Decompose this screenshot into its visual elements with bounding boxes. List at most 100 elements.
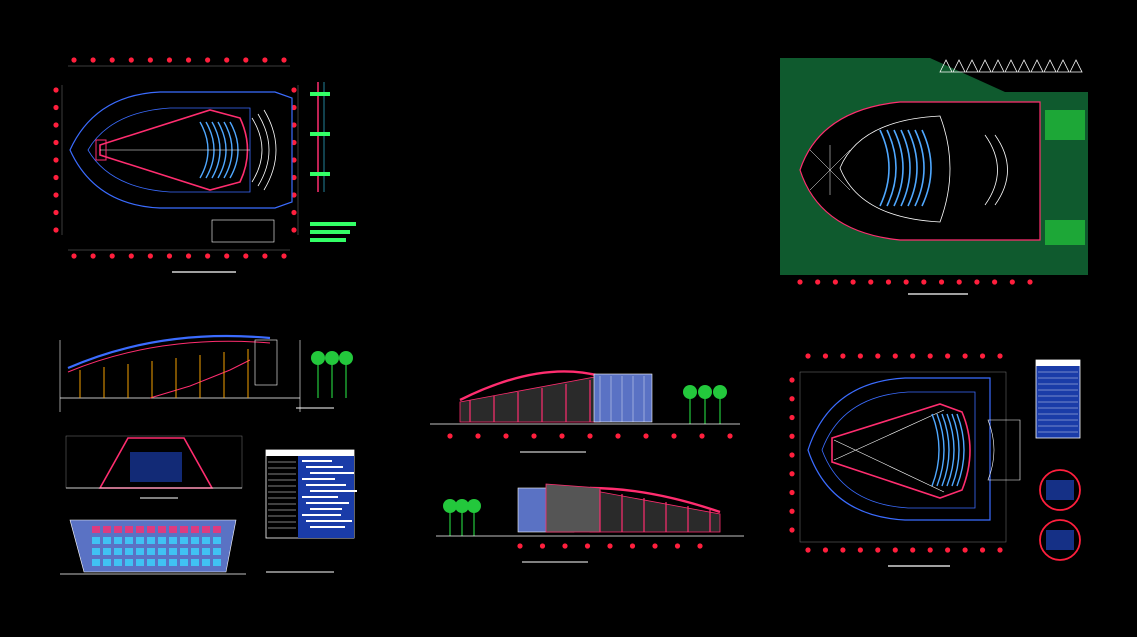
grid-bubble [910,353,916,359]
grid-bubble [789,452,795,458]
facade-window [202,559,210,566]
grid-bubble [224,57,230,63]
parking-tree [1004,59,1018,73]
grid-bubble [185,57,192,63]
facade-window [147,548,155,555]
grid-bubble [90,57,96,63]
elevation1-glazed-block [593,373,653,423]
facade-window [213,537,221,544]
plan1-lobby-arcs [251,109,277,191]
seat-row [956,413,965,487]
site-building-outline [799,101,1041,241]
grid-bubble [674,543,681,549]
grid-bubble [291,87,297,93]
grid-bubble [262,253,268,259]
elevation2-level-bubbles [517,543,703,549]
grid-bubble [53,122,59,128]
seat-row [893,129,904,207]
plan1-grid [61,65,299,251]
grid-bubble [90,253,96,259]
facade-window [103,537,111,544]
palm-crown [713,385,727,399]
grid-bubble [956,279,962,285]
grid-bubble [945,547,951,553]
plan1-outer-shell [69,91,293,209]
floor-plan-1 [53,57,356,273]
grid-bubble [539,543,546,549]
elevation1-level-bubbles [447,433,733,439]
facade-window [103,559,111,566]
facade-window [169,526,177,533]
grid-bubble [789,527,795,533]
grid-bubble [291,157,297,163]
facade-window [136,537,144,544]
palm-crown [325,351,339,365]
grid-bubble [789,414,795,421]
site-grid-bubbles [797,279,1033,285]
elevation2-roof [589,486,721,514]
elevation2-trees [443,499,481,536]
grid-bubble [832,279,838,285]
grid-bubble [291,122,297,128]
plan1-legend-notes [310,222,356,242]
plan2-seating [931,413,965,487]
facade-window [213,548,221,555]
facade-window [169,537,177,544]
grid-bubble [921,279,927,285]
section-stair-tower [254,339,278,386]
seat-row [879,129,890,207]
grid-bubble [607,543,613,549]
table-row-text [302,496,338,498]
facade-window [92,537,100,544]
grid-bubble [147,57,153,63]
palm-crown [467,499,481,513]
facade-window [191,559,199,566]
grid-bubble [53,174,59,181]
facade-window [92,526,100,533]
palm-crown [311,351,325,365]
section-roof-curve [67,334,271,370]
schedule-table-2 [1035,359,1081,439]
plan1-detail-section [310,82,330,192]
facade-window [158,526,166,533]
facade-window [125,559,133,566]
grid-bubble [805,547,811,553]
grid-bubble [128,57,134,63]
table-row-text [302,514,341,516]
grid-bubble [875,547,881,553]
cross-section [65,435,243,499]
grid-bubble [789,377,795,383]
facade-window [114,559,122,566]
facade-window [125,526,133,533]
grid-bubble [927,547,933,553]
grid-bubble [262,57,268,63]
grid-bubble [910,547,916,553]
seat-row [946,413,955,487]
grid-bubble [53,192,59,198]
facade-window [180,526,188,533]
facade-window [114,537,122,544]
front-elevation-windows [92,526,221,566]
grid-bubble [962,547,968,553]
parking-tree [939,59,953,73]
grid-bubble [789,508,795,514]
grid-bubble [166,57,173,63]
grid-bubble [53,139,59,146]
plan1-auditorium-wedge [99,109,249,191]
parking-tree [1069,59,1083,73]
table-row-text [302,460,332,462]
table-row-text [310,490,357,492]
table-row-text [306,484,346,486]
site-plan [780,58,1088,295]
grid-bubble [53,87,59,93]
site-parking-trees [939,59,1083,73]
facade-window [103,548,111,555]
detail-bubble-1 [1039,469,1081,511]
parking-tree [978,59,992,73]
elevation-2 [436,483,744,563]
grid-bubble [727,433,733,439]
grid-bubble [185,253,192,259]
elevation2-ribs [599,490,711,532]
grid-bubble [805,353,811,359]
grid-bubble [1027,279,1033,285]
